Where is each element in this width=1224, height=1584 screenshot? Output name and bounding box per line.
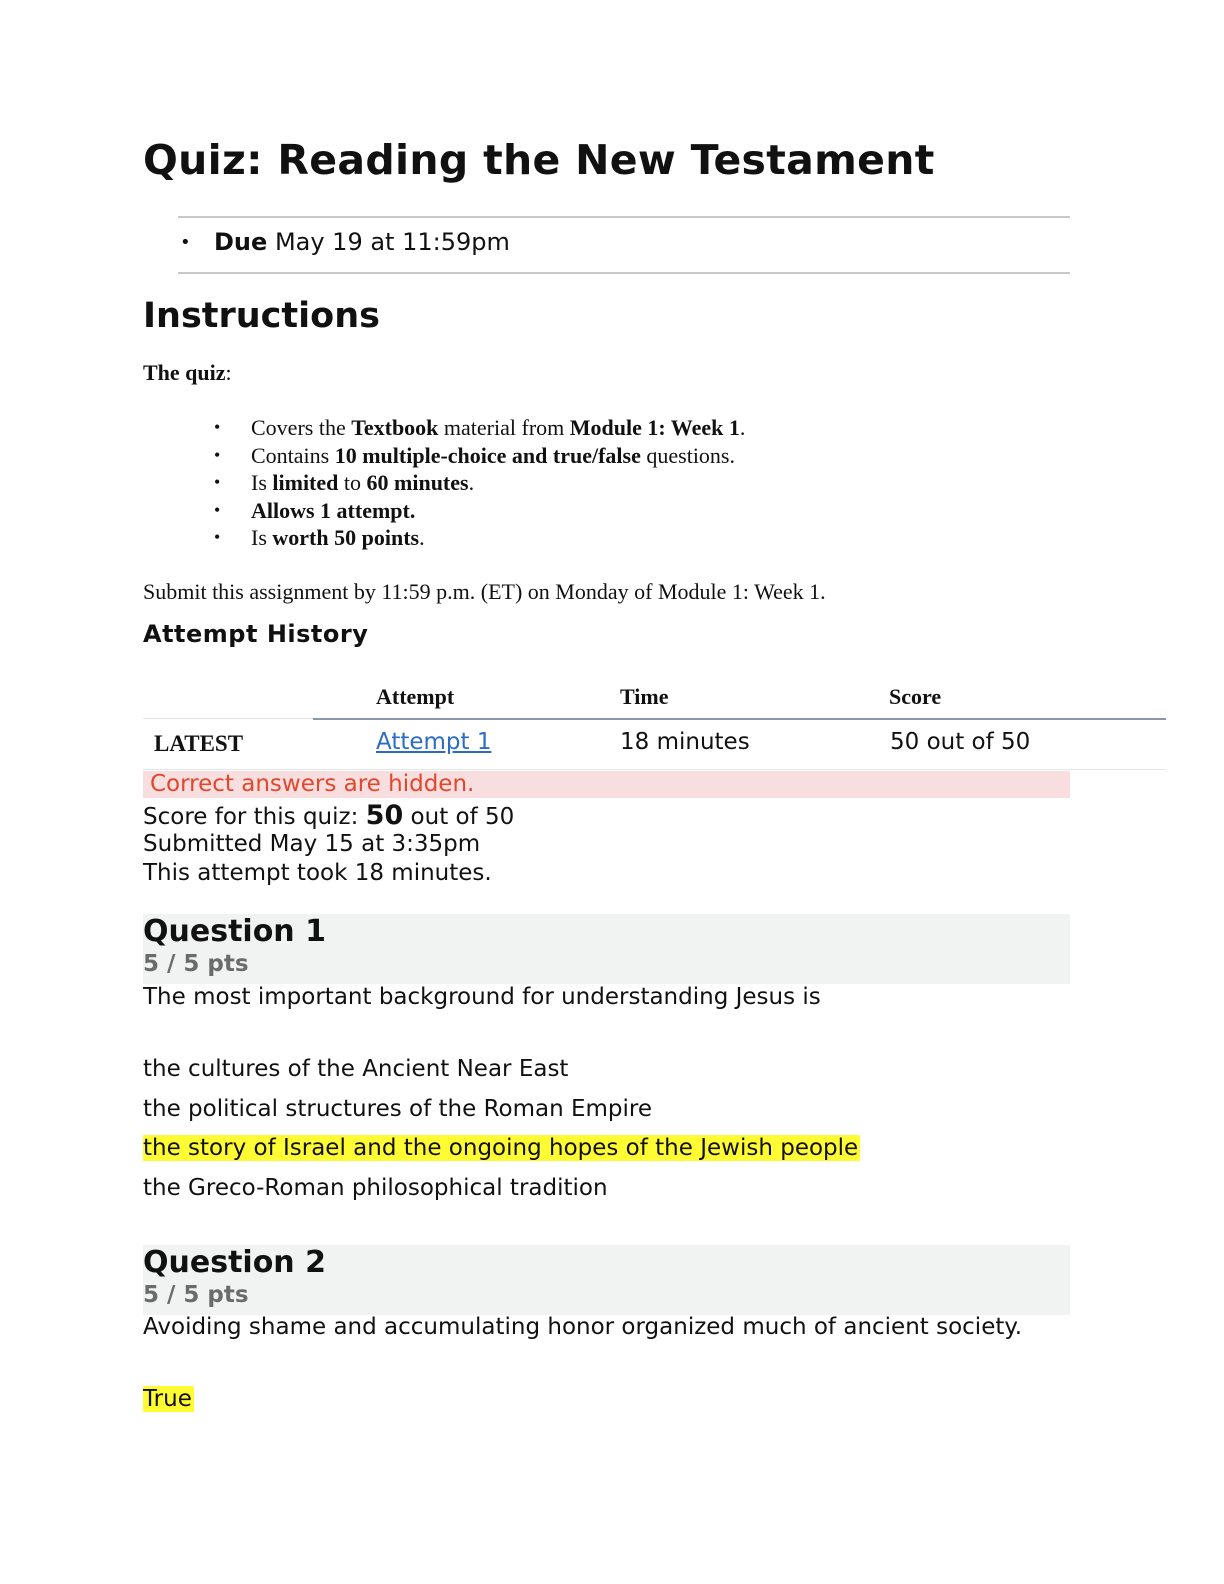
bullet-icon: • bbox=[180, 232, 191, 253]
instruction-text: Is bbox=[251, 470, 273, 495]
question-2-points: 5 / 5 pts bbox=[143, 1282, 249, 1308]
page-title: Quiz: Reading the New Testament bbox=[143, 136, 935, 184]
instruction-bold-text: worth 50 points bbox=[272, 525, 420, 550]
instruction-text: to bbox=[338, 470, 367, 495]
instruction-text: . bbox=[468, 470, 475, 495]
instructions-list: Covers the Textbook material from Module… bbox=[214, 414, 745, 552]
attempt-duration: This attempt took 18 minutes. bbox=[143, 860, 492, 886]
instruction-bold-text: Allows 1 attempt. bbox=[251, 497, 416, 523]
instruction-text: material from bbox=[438, 415, 570, 440]
answer-text-highlighted: the story of Israel and the ongoing hope… bbox=[143, 1135, 861, 1161]
latest-label: LATEST bbox=[154, 731, 244, 756]
attempt-history-heading: Attempt History bbox=[143, 620, 369, 648]
question-1-answer-3-selected: the story of Israel and the ongoing hope… bbox=[143, 1133, 861, 1163]
column-header-time: Time bbox=[620, 684, 669, 709]
due-value: May 19 at 11:59pm bbox=[274, 228, 510, 256]
attempt-time: 18 minutes bbox=[620, 729, 750, 755]
question-2-text: Avoiding shame and accumulating honor or… bbox=[143, 1314, 1023, 1340]
table-header-border bbox=[313, 718, 1166, 720]
quiz-intro-bold: The quiz bbox=[143, 360, 226, 385]
instructions-heading: Instructions bbox=[143, 296, 380, 336]
instruction-bold-text: Module 1: Week 1 bbox=[569, 415, 740, 440]
answer-text-highlighted: True bbox=[143, 1386, 194, 1412]
instruction-item: Is worth 50 points. bbox=[214, 524, 745, 552]
question-2-answer-1-selected: True bbox=[143, 1384, 194, 1414]
question-1-answer-4: the Greco-Roman philosophical tradition bbox=[143, 1173, 608, 1203]
instruction-bold-text: Textbook bbox=[351, 415, 439, 440]
instruction-text: . bbox=[419, 525, 425, 550]
question-1-text: The most important background for unders… bbox=[143, 984, 821, 1010]
submit-note: Submit this assignment by 11:59 p.m. (ET… bbox=[143, 579, 826, 604]
quiz-intro: The quiz: bbox=[143, 360, 232, 386]
due-date: Due May 19 at 11:59pm bbox=[214, 228, 510, 256]
due-date-bar: • Due May 19 at 11:59pm bbox=[178, 216, 1070, 274]
answer-text: the cultures of the Ancient Near East bbox=[143, 1056, 569, 1082]
question-2-title: Question 2 bbox=[143, 1245, 326, 1280]
table-divider bbox=[143, 718, 313, 719]
score-value: 50 bbox=[365, 800, 404, 831]
instruction-text: Covers the bbox=[251, 415, 352, 440]
table-row-border bbox=[143, 769, 1166, 770]
instruction-item: Contains 10 multiple-choice and true/fal… bbox=[214, 442, 745, 470]
instruction-item: Allows 1 attempt. bbox=[214, 497, 745, 525]
instruction-item: Is limited to 60 minutes. bbox=[214, 469, 745, 497]
instruction-bold-text: limited bbox=[272, 470, 339, 495]
attempt-1-link[interactable]: Attempt 1 bbox=[376, 729, 492, 755]
submitted-time: Submitted May 15 at 3:35pm bbox=[143, 831, 481, 857]
question-2-header: Question 2 5 / 5 pts bbox=[143, 1245, 1070, 1315]
question-1-points: 5 / 5 pts bbox=[143, 951, 249, 977]
answers-hidden-notice: Correct answers are hidden. bbox=[143, 771, 1070, 798]
answer-text: the Greco-Roman philosophical tradition bbox=[143, 1175, 608, 1201]
answers-hidden-text: Correct answers are hidden. bbox=[150, 771, 475, 797]
instruction-text: questions. bbox=[640, 442, 735, 468]
question-1-answer-2: the political structures of the Roman Em… bbox=[143, 1094, 652, 1124]
column-header-attempt: Attempt bbox=[376, 684, 455, 709]
question-1-header: Question 1 5 / 5 pts bbox=[143, 914, 1070, 984]
instruction-text: Contains bbox=[251, 442, 335, 468]
quiz-intro-rest: : bbox=[225, 360, 232, 385]
quiz-score-line: Score for this quiz: 50 out of 50 bbox=[143, 800, 514, 831]
due-label: Due bbox=[214, 228, 268, 256]
instruction-text: Is bbox=[251, 525, 273, 550]
column-header-score: Score bbox=[889, 684, 942, 709]
question-1-answer-1: the cultures of the Ancient Near East bbox=[143, 1054, 568, 1084]
instruction-bold-text: 10 multiple-choice and true/false bbox=[334, 442, 641, 468]
answer-text: the political structures of the Roman Em… bbox=[143, 1096, 652, 1122]
instruction-item: Covers the Textbook material from Module… bbox=[214, 414, 745, 442]
instruction-text: . bbox=[739, 415, 746, 440]
question-1-title: Question 1 bbox=[143, 914, 326, 949]
score-suffix: out of 50 bbox=[403, 804, 515, 830]
attempt-score: 50 out of 50 bbox=[890, 729, 1031, 755]
score-prefix: Score for this quiz: bbox=[143, 804, 366, 830]
instruction-bold-text: 60 minutes bbox=[366, 470, 469, 495]
